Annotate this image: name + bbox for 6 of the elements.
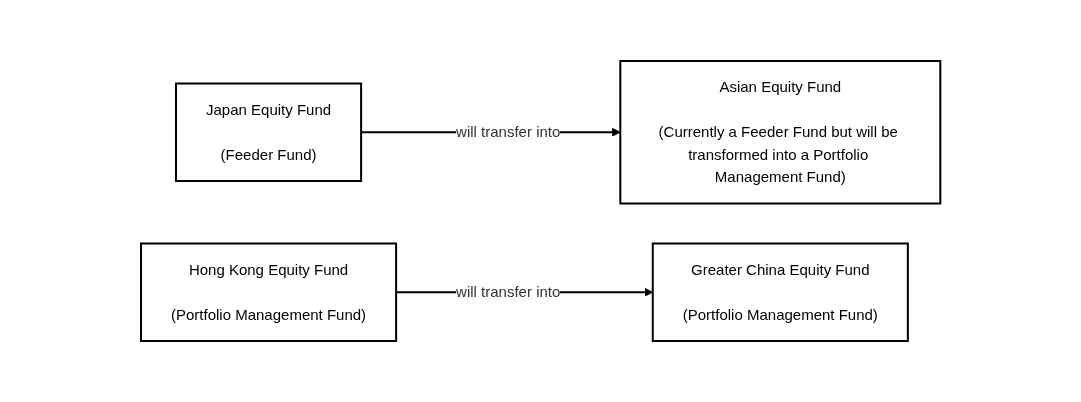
node-box: Japan Equity Fund (Feeder Fund) <box>174 82 362 182</box>
node-box: Hong Kong Equity Fund (Portfolio Management Fund) <box>139 242 397 342</box>
edge-label: will transfer into <box>455 123 561 140</box>
edge-label: will transfer into <box>455 283 561 300</box>
node-box: Greater China Equity Fund (Portfolio Management Fund) <box>651 242 909 342</box>
node-box: Asian Equity Fund (Currently a Feeder Fund but will be transformed into a Portfolio Management Fund) <box>619 60 942 205</box>
